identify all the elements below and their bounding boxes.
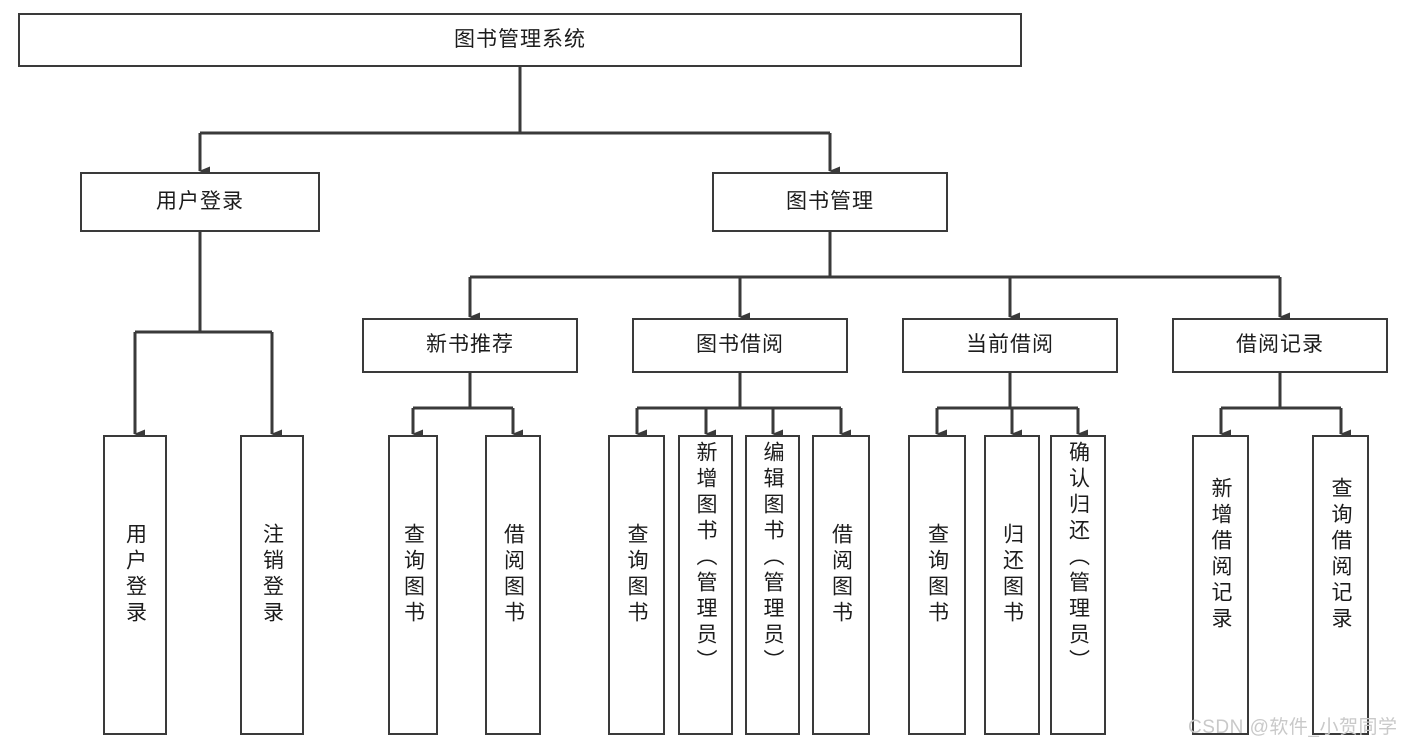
node-bookmgmt[interactable]: 图书管理 [712, 172, 948, 232]
node-label: 图书管理 [786, 189, 874, 213]
node-records[interactable]: 借阅记录 [1172, 318, 1388, 373]
node-l_logout[interactable]: 注销登录 [240, 435, 304, 735]
node-label: 确认归还（管理员） [1066, 441, 1090, 675]
node-l_addrec[interactable]: 新增借阅记录 [1192, 435, 1249, 735]
node-label: 借阅图书 [829, 523, 853, 627]
node-current[interactable]: 当前借阅 [902, 318, 1118, 373]
node-label: 查询图书 [401, 523, 425, 627]
node-label: 新书推荐 [426, 333, 514, 357]
node-newbook[interactable]: 新书推荐 [362, 318, 578, 373]
node-l_q2[interactable]: 查询图书 [608, 435, 665, 735]
node-label: 新增图书（管理员） [694, 441, 717, 675]
node-l_edit[interactable]: 编辑图书（管理员） [745, 435, 800, 735]
node-label: 用户登录 [123, 523, 147, 627]
node-label: 查询图书 [925, 523, 949, 627]
node-root[interactable]: 图书管理系统 [18, 13, 1022, 67]
node-l_b1[interactable]: 借阅图书 [485, 435, 541, 735]
node-l_q3[interactable]: 查询图书 [908, 435, 966, 735]
node-label: 归还图书 [1000, 523, 1024, 627]
node-label: 图书管理系统 [454, 27, 586, 51]
node-l_qrec[interactable]: 查询借阅记录 [1312, 435, 1369, 735]
node-label: 新增借阅记录 [1209, 477, 1232, 633]
node-label: 图书借阅 [696, 333, 784, 357]
node-label: 当前借阅 [966, 333, 1054, 357]
node-label: 注销登录 [260, 523, 284, 627]
node-l_q1[interactable]: 查询图书 [388, 435, 438, 735]
node-label: 借阅图书 [501, 523, 525, 627]
node-l_userlogin[interactable]: 用户登录 [103, 435, 167, 735]
node-login[interactable]: 用户登录 [80, 172, 320, 232]
node-borrow[interactable]: 图书借阅 [632, 318, 848, 373]
edge-group [133, 67, 1351, 439]
node-label: 编辑图书（管理员） [761, 441, 784, 675]
node-l_b2[interactable]: 借阅图书 [812, 435, 870, 735]
node-l_ret[interactable]: 归还图书 [984, 435, 1040, 735]
node-label: 查询图书 [625, 523, 648, 627]
watermark-text: CSDN @软件_小贺同学 [1188, 717, 1398, 738]
node-label: 借阅记录 [1236, 333, 1324, 357]
node-label: 用户登录 [156, 189, 244, 213]
node-l_add[interactable]: 新增图书（管理员） [678, 435, 733, 735]
node-l_conf[interactable]: 确认归还（管理员） [1050, 435, 1106, 735]
node-label: 查询借阅记录 [1329, 477, 1352, 633]
